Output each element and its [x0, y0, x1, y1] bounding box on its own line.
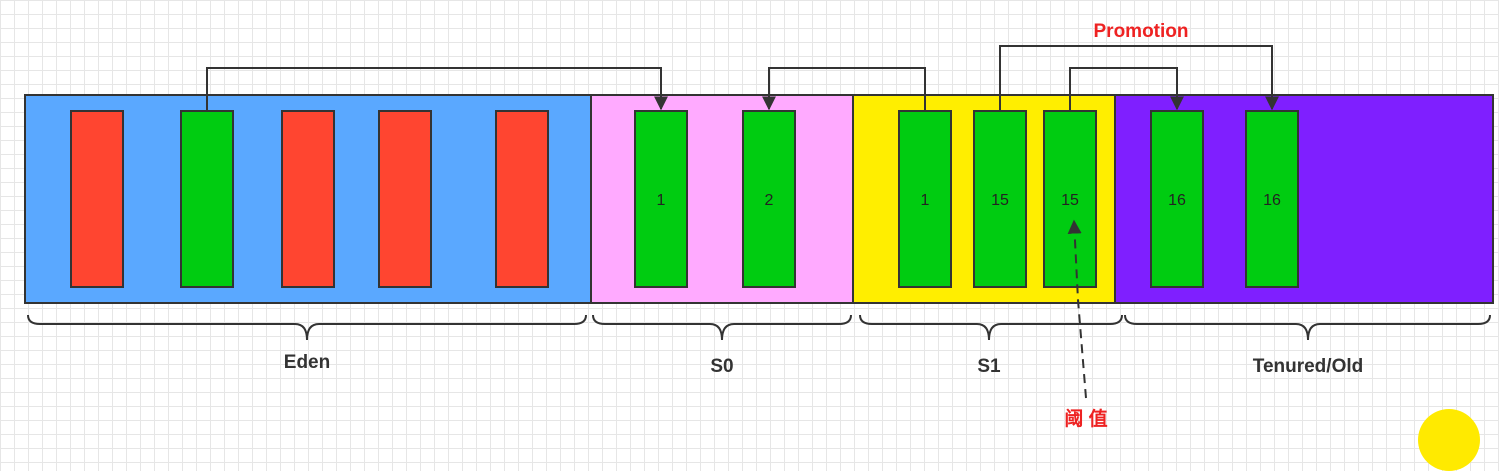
dead-object	[378, 110, 432, 288]
object-eden-1	[70, 110, 124, 288]
region-braces	[27, 314, 1491, 341]
dead-object	[70, 110, 124, 288]
live-object	[973, 110, 1027, 288]
s1-brace	[859, 314, 1123, 341]
object-eden-5	[495, 110, 549, 288]
live-object	[180, 110, 234, 288]
cursor-highlight-icon	[1418, 409, 1480, 471]
live-object	[1245, 110, 1299, 288]
live-object	[1043, 110, 1097, 288]
object-s1-2: 15	[973, 110, 1027, 288]
live-object	[742, 110, 796, 288]
region-labels: Eden S0 S1 Tenured/Old	[284, 352, 1363, 377]
copy-arrows	[206, 45, 1279, 111]
threshold-arrow	[1067, 219, 1087, 399]
object-tenured-1: 16	[1150, 110, 1204, 288]
eden-brace	[27, 314, 587, 341]
threshold-label: 阈 值	[1064, 407, 1107, 430]
s0-label: S0	[710, 356, 733, 377]
object-tenured-2: 16	[1245, 110, 1299, 288]
tenured-brace	[1124, 314, 1491, 341]
object-eden-4	[378, 110, 432, 288]
object-s0-2: 2	[742, 110, 796, 288]
dead-object	[495, 110, 549, 288]
object-age-label: 1	[657, 192, 666, 209]
object-age-label: 16	[1168, 192, 1186, 209]
s1-label: S1	[977, 356, 1001, 377]
edge-s1-to-s0	[762, 67, 926, 111]
live-object	[634, 110, 688, 288]
eden-label: Eden	[284, 352, 330, 373]
object-s1-3: 15	[1043, 110, 1097, 288]
object-age-label: 15	[1061, 192, 1079, 209]
tenured-label: Tenured/Old	[1253, 356, 1363, 377]
s0-brace	[592, 314, 852, 341]
promotion-label: Promotion	[1094, 21, 1189, 42]
live-object	[1150, 110, 1204, 288]
object-age-label: 1	[921, 192, 930, 209]
object-age-label: 15	[991, 192, 1009, 209]
edge-s1-to-tenured	[1069, 67, 1184, 111]
object-age-label: 2	[765, 192, 774, 209]
object-s0-1: 1	[634, 110, 688, 288]
object-eden-3	[281, 110, 335, 288]
jvm-heap-diagram: 1 2 1 15 15 16 16	[24, 21, 1494, 430]
object-eden-2	[180, 110, 234, 288]
object-age-label: 16	[1263, 192, 1281, 209]
s0-region	[590, 94, 854, 304]
heap-objects: 1 2 1 15 15 16 16	[70, 110, 1299, 288]
edge-s1-to-tenured-promotion	[999, 45, 1279, 111]
dead-object	[281, 110, 335, 288]
edge-eden-to-s0	[206, 67, 668, 111]
object-s1-1: 1	[898, 110, 952, 288]
